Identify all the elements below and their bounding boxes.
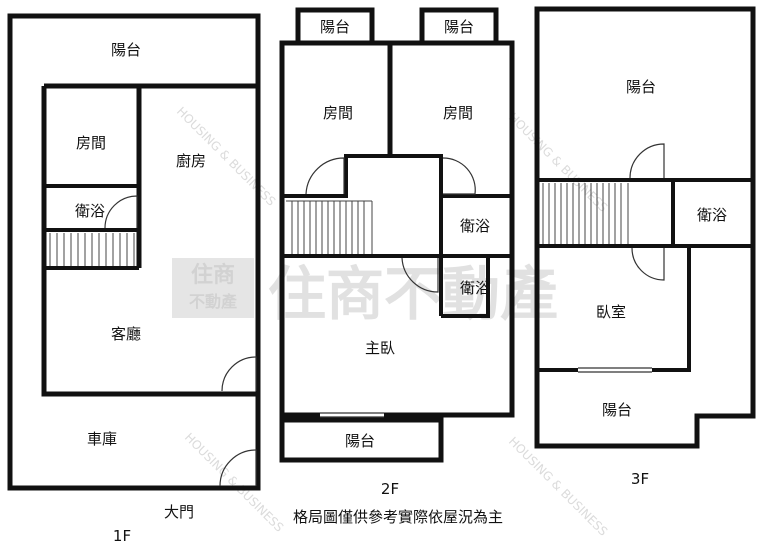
door-bedroom [631,247,665,281]
room-label: 陽台 [345,432,375,450]
door-living [221,356,257,392]
room-label: 陽台 [444,18,474,36]
floor-1f-doors [104,195,257,487]
room-label: 陽台 [320,18,350,36]
door-bathroom [104,195,138,229]
room-label: 房間 [443,104,473,122]
floor-label: 3F [631,470,649,488]
room-label: 房間 [323,104,353,122]
room-label: 衛浴 [460,279,490,297]
room-label: 主臥 [365,339,395,357]
balcony-box [279,417,444,463]
floor-3f-stairs [542,183,629,244]
watermark-layer: 住商 不動產 住商不動產 HOUSING & BUSINESS HOUSING … [172,104,610,539]
floor-2f-outline [279,40,515,418]
floor-2f-labels: 陽台 陽台 房間 房間 衛浴 衛浴 主臥 陽台 2F [320,18,490,498]
wall [282,154,512,198]
room-label: 衛浴 [697,206,727,224]
watermark-logo-bottom: 不動產 [189,292,237,311]
floor-1f-outline [7,13,261,491]
room-label: 陽台 [626,78,656,96]
floor-1f-stairs [49,233,135,266]
entrance-label: 大門 [164,503,194,521]
door-room-right [442,157,476,195]
door-room-left [305,157,345,195]
floor-label: 1F [113,527,131,545]
room-label: 陽台 [602,401,632,419]
watermark-english-2: HOUSING & BUSINESS [506,110,610,214]
wall [41,86,258,397]
door-garage [219,449,257,487]
watermark-brand: 住商不動產 [268,260,558,328]
room-label: 衛浴 [460,217,490,235]
room-label: 廚房 [176,152,206,170]
floor-3f-doors [578,143,665,373]
watermark-english-3: HOUSING & BUSINESS [182,430,286,534]
floor-3f-outline [534,6,756,449]
watermark-logo-box: 住商 不動產 [172,258,254,318]
floor-2f-doors [305,157,476,418]
floor-2f-stairs [286,200,373,254]
floor-3f [534,6,756,449]
room-label: 房間 [76,134,106,152]
floor-label: 2F [381,480,399,498]
floor-3f-labels: 陽台 衛浴 臥室 陽台 3F [596,78,727,488]
room-label: 客廳 [111,325,141,343]
room-label: 陽台 [111,41,141,59]
room-label: 車庫 [87,430,117,448]
door-balcony [629,143,665,179]
floor-1f [7,13,261,491]
room-label: 臥室 [596,303,626,321]
floor-2f [279,7,515,463]
room-label: 衛浴 [75,202,105,220]
door-master [401,257,439,293]
watermark-logo-top: 住商 [191,262,235,288]
disclaimer-caption: 格局圖僅供參考實際依屋況為主 [293,508,503,526]
floor-1f-labels: 陽台 房間 廚房 衛浴 客廳 車庫 大門 1F [75,41,206,545]
wall [441,256,490,318]
watermark-english-4: HOUSING & BUSINESS [506,434,610,538]
